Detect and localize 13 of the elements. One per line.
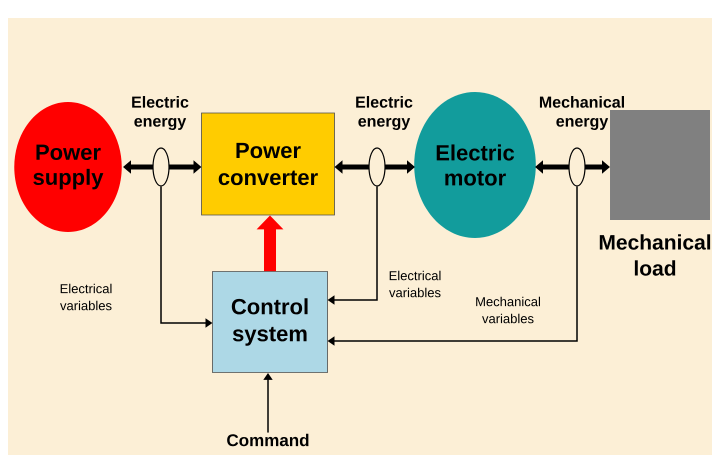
node-label: Mechanical load [600, 234, 710, 276]
sensor-oval [568, 147, 586, 187]
edge-label: Electric energy [356, 96, 412, 130]
control-box: Control system [212, 271, 328, 373]
edge-label: Electrical variables [60, 284, 112, 310]
edge-label: Electrical variables [389, 270, 441, 298]
sensor-oval [368, 147, 386, 187]
edge-label: Mechanical variables [476, 296, 540, 324]
converter-box: Power converter [201, 112, 335, 216]
edge-label: Mechanical energy [540, 96, 624, 130]
sensor-oval [152, 147, 170, 187]
command-label: Command [227, 434, 308, 446]
edge-label: Electric energy [132, 96, 188, 130]
